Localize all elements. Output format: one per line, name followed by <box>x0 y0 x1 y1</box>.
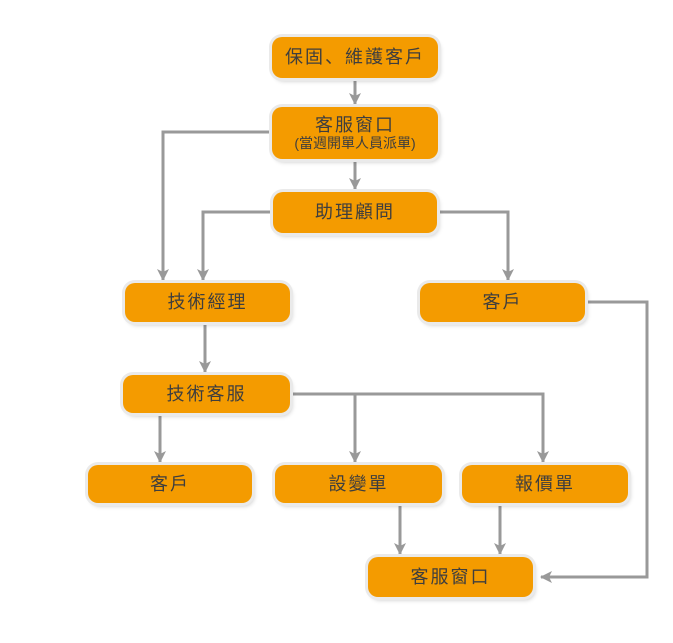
node-technical-manager: 技術經理 <box>125 283 290 322</box>
edge-tech-support-to-quotation <box>355 392 549 463</box>
node-customer-right: 客戶 <box>420 283 585 322</box>
node-subtitle: (當週開單人員派單) <box>294 135 416 152</box>
node-quotation: 報價單 <box>462 465 628 503</box>
edge-tech-support-to-design-change <box>290 392 361 463</box>
node-label: 技術客服 <box>166 383 247 404</box>
node-service-window-bottom: 客服窗口 <box>368 557 533 597</box>
edge-assistant-to-customer-right <box>437 210 514 281</box>
node-label: 客戶 <box>482 292 523 313</box>
node-service-window-top: 客服窗口 (當週開單人員派單) <box>272 107 438 159</box>
node-customer-left: 客戶 <box>88 465 252 503</box>
node-label: 助理顧問 <box>315 202 395 223</box>
node-technical-support: 技術客服 <box>123 375 290 413</box>
node-label: 客服窗口 <box>410 566 491 587</box>
edge-assistant-to-tech-manager <box>197 210 273 281</box>
node-label: 報價單 <box>515 473 575 494</box>
node-label: 技術經理 <box>167 292 248 313</box>
node-design-change-order: 設變單 <box>275 465 442 503</box>
node-warranty-maintenance-customer: 保固、維護客戶 <box>272 37 438 78</box>
node-label: 客服窗口 <box>315 114 395 135</box>
node-label: 設變單 <box>328 473 389 494</box>
edge-customer-right-to-service-window <box>540 300 649 583</box>
node-assistant-consultant: 助理顧問 <box>273 192 437 233</box>
edge-service-window-to-tech-manager <box>157 130 272 281</box>
node-label: 客戶 <box>150 473 190 494</box>
node-label: 保固、維護客戶 <box>285 47 425 68</box>
